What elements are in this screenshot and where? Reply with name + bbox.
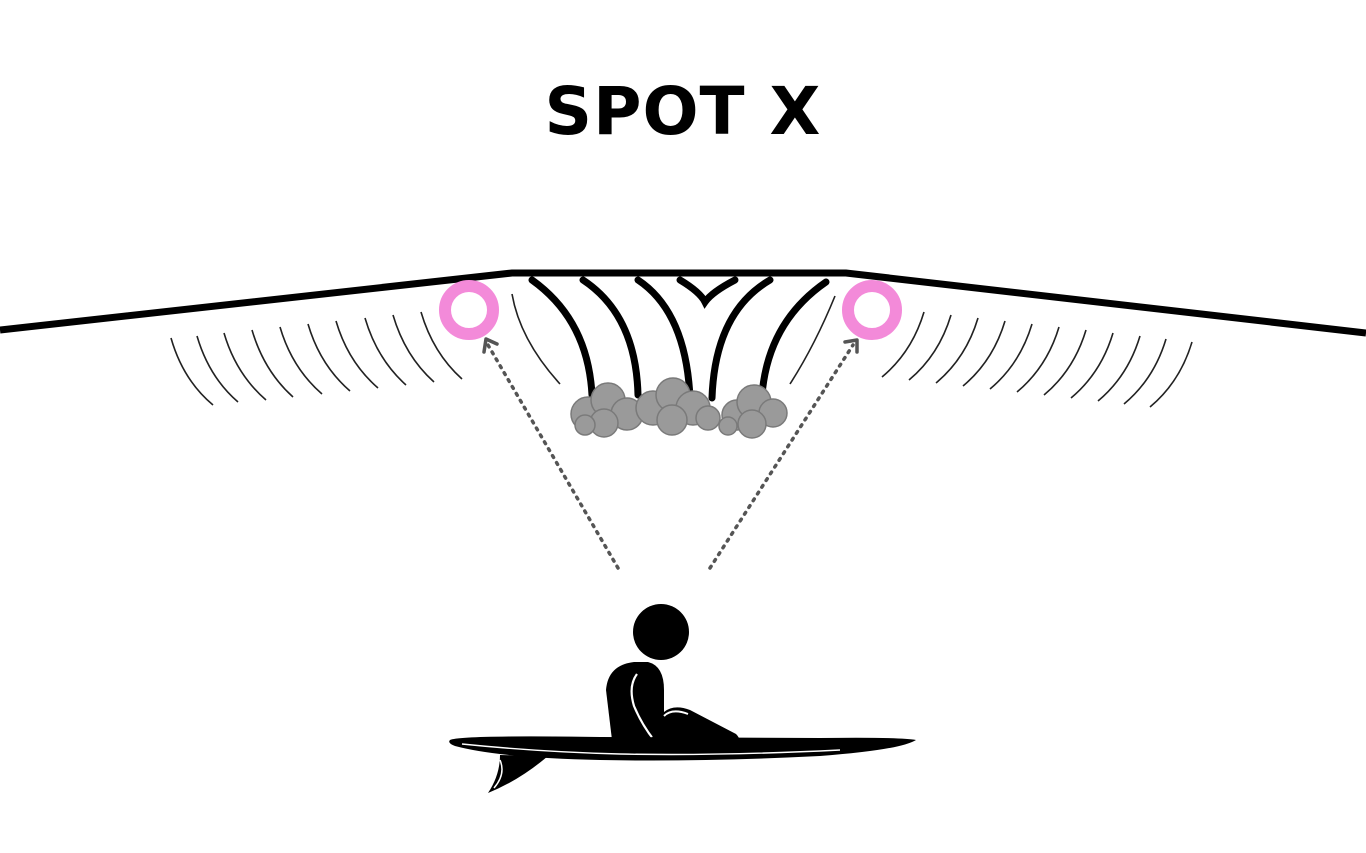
whitewater-cloud-left [570, 382, 644, 438]
left-paddle-arrow [482, 337, 620, 570]
breaking-wave-curves [528, 276, 830, 402]
wave-crest-line [0, 269, 1366, 337]
right-peak-ring-icon [842, 280, 902, 340]
right-shoulder-swell-lines [789, 295, 1193, 408]
surfer-head [633, 604, 689, 660]
right-paddle-arrow [708, 338, 859, 570]
whitewater-cloud-center [635, 377, 721, 436]
left-shoulder-swell-lines [170, 293, 561, 406]
left-peak-ring-icon [439, 280, 499, 340]
surfboard-fin [488, 755, 548, 793]
surfer-torso [606, 662, 664, 740]
diagram-title: SPOT X [544, 73, 822, 150]
whitewater-cloud-right [718, 384, 788, 439]
surfer-sitting-on-board-icon [449, 604, 916, 793]
surfboard [449, 736, 916, 761]
surfer-leg [650, 707, 740, 746]
